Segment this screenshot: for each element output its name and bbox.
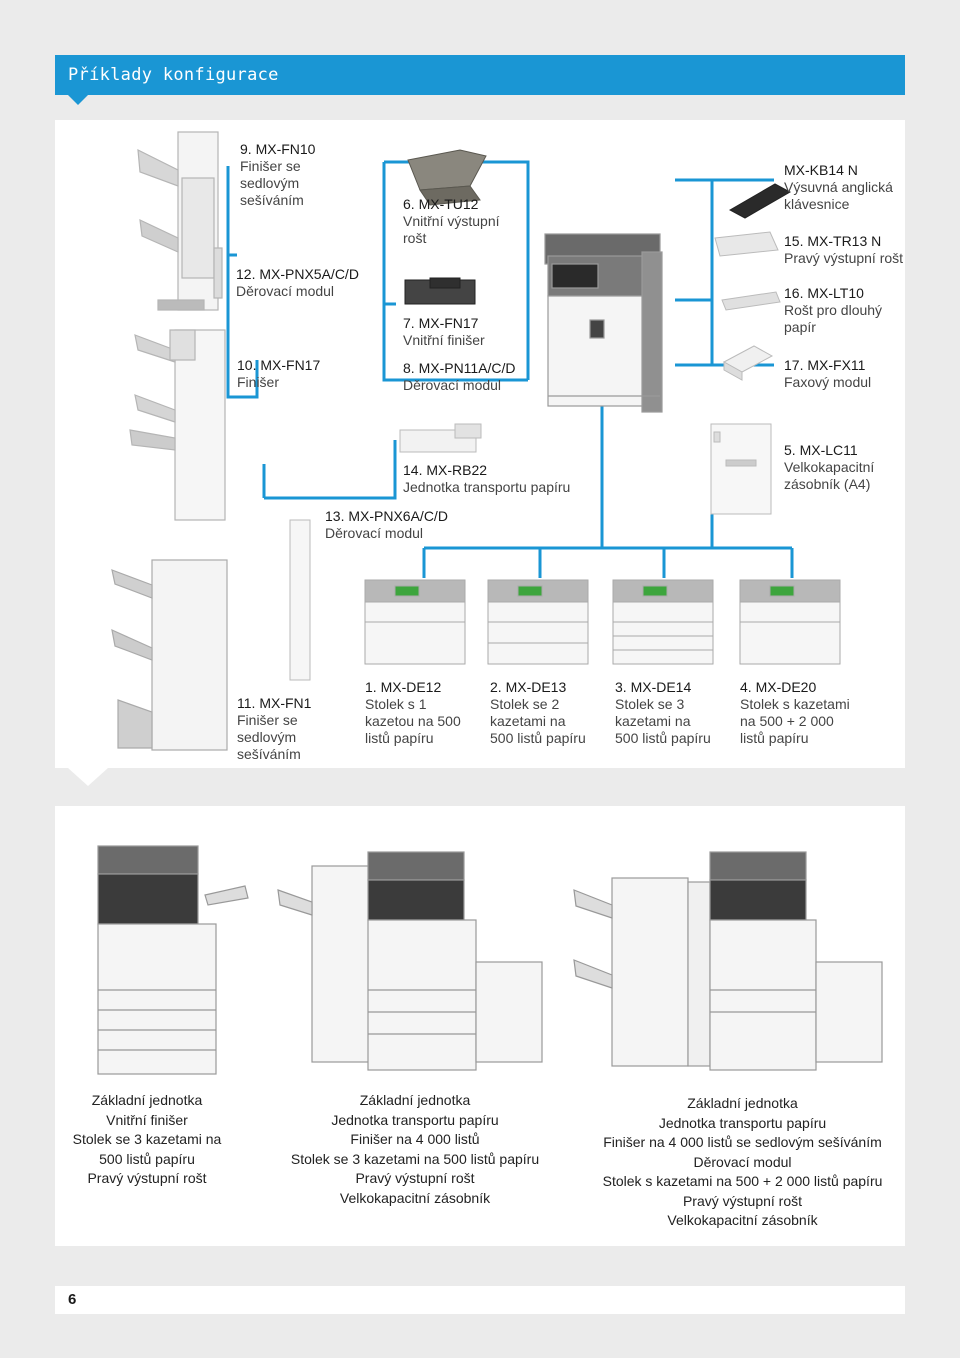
option-label: 17. MX-FX11 Faxový modul <box>784 357 872 390</box>
option-label: 2. MX-DE13 Stolek se 2 kazetami na 500 l… <box>490 679 586 746</box>
option-label: 6. MX-TU12 Vnitřní výstupní rošt <box>403 196 500 246</box>
option-label: 15. MX-TR13 N Pravý výstupní rošt <box>784 233 904 266</box>
option-label: 5. MX-LC11 Velkokapacitní zásobník (A4) <box>784 442 875 492</box>
configuration-caption: Základní jednotka Jednotka transportu pa… <box>602 1095 883 1228</box>
configuration-caption: Základní jednotka Jednotka transportu pa… <box>290 1092 540 1206</box>
option-label: 12. MX-PNX5A/C/D Děrovací modul <box>236 266 359 299</box>
option-label: 10. MX-FN17 Finišer <box>237 357 321 390</box>
option-label: 4. MX-DE20 Stolek s kazetami na 500 + 2 … <box>740 679 850 746</box>
section-header: Příklady konfigurace <box>55 55 905 95</box>
option-label: 14. MX-RB22 Jednotka transportu papíru <box>403 462 571 495</box>
option-label: 8. MX-PN11A/C/D Děrovací modul <box>403 360 516 393</box>
section-title: Příklady konfigurace <box>68 65 279 85</box>
footer-panel <box>55 1286 905 1314</box>
option-label: 3. MX-DE14 Stolek se 3 kazetami na 500 l… <box>615 679 711 746</box>
option-label: 13. MX-PNX6A/C/D Děrovací modul <box>325 508 448 541</box>
header-notch <box>68 95 88 105</box>
option-label: 11. MX-FN1 Finišer se sedlovým sešíváním <box>237 695 312 762</box>
option-label: 7. MX-FN17 Vnitřní finišer <box>403 315 485 348</box>
option-label: MX-KB14 N Výsuvná anglická klávesnice <box>784 162 893 212</box>
configuration-caption: Základní jednotka Vnitřní finišer Stolek… <box>72 1092 222 1186</box>
page-number: 6 <box>68 1291 77 1308</box>
option-label: 16. MX-LT10 Rošt pro dlouhý papír <box>784 285 883 335</box>
option-label: 1. MX-DE12 Stolek s 1 kazetou na 500 lis… <box>365 679 461 746</box>
option-label: 9. MX-FN10 Finišer se sedlovým sešíváním <box>240 141 316 208</box>
panel-notch <box>68 768 108 786</box>
